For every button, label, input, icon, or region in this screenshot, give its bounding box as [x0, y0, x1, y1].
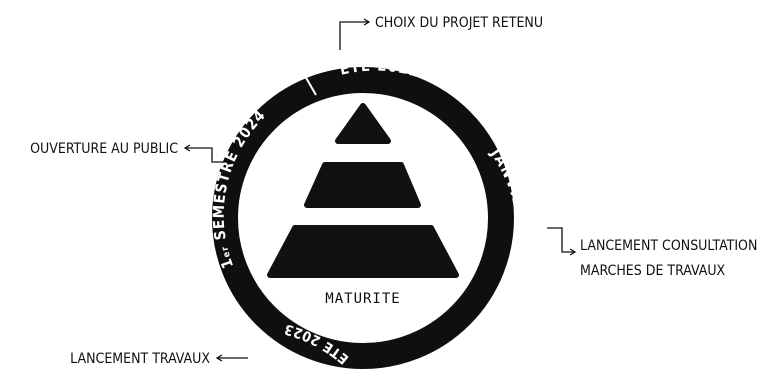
callout-choix — [339, 18, 371, 50]
callout-travaux — [215, 354, 248, 362]
callout-travaux-text: LANCEMENT TRAVAUX — [70, 351, 210, 367]
callout-choix-text: CHOIX DU PROJET RETENU — [375, 15, 543, 31]
arrow-head-icon — [363, 18, 371, 26]
ring-separator — [304, 75, 317, 96]
ring-separator — [459, 81, 469, 101]
ring-circle — [212, 67, 514, 369]
callout-line — [547, 227, 574, 253]
pyramid-tier-middle — [304, 162, 421, 208]
callout-line — [339, 21, 368, 50]
pyramid-tier-bottom — [267, 225, 459, 278]
ring-label-semestre-sup: er — [220, 245, 233, 259]
callout-consultation — [547, 227, 577, 256]
callout-ouverture-text: OUVERTURE AU PUBLIC — [30, 141, 178, 157]
callout-consultation-text-1: LANCEMENT CONSULTATION — [580, 238, 757, 254]
ring — [212, 67, 514, 369]
pyramid-icon — [267, 103, 459, 278]
arrow-head-icon — [569, 248, 577, 256]
arrow-head-icon — [215, 354, 223, 362]
center-label: MATURITE — [325, 291, 400, 307]
arrow-head-icon — [183, 144, 191, 152]
callout-line — [186, 147, 226, 163]
callout-consultation-text-2: MARCHES DE TRAVAUX — [580, 263, 726, 279]
callout-ouverture — [183, 144, 226, 163]
pyramid-tier-top — [335, 103, 391, 144]
